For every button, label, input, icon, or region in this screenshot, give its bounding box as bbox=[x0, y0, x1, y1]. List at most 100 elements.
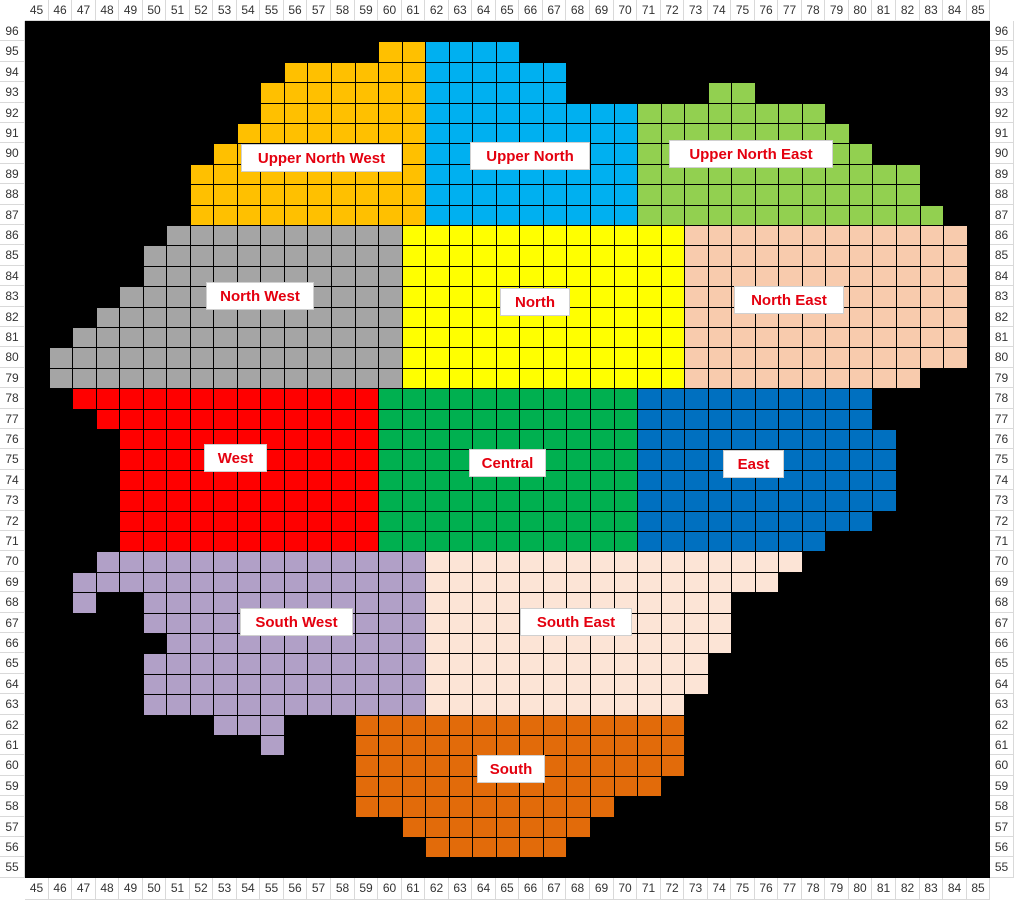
region-cell bbox=[566, 245, 591, 267]
region-cell bbox=[496, 715, 520, 736]
region-cell bbox=[731, 82, 756, 104]
row-header: 95 bbox=[990, 41, 1014, 62]
region-cell bbox=[213, 409, 238, 430]
row-header: 75 bbox=[0, 449, 25, 470]
region-cell bbox=[519, 184, 544, 206]
region-cell bbox=[119, 551, 144, 573]
region-cell bbox=[637, 755, 662, 777]
region-cell bbox=[731, 409, 756, 430]
region-cell bbox=[355, 592, 379, 614]
region-cell bbox=[896, 266, 921, 287]
column-header: 59 bbox=[355, 877, 378, 900]
region-cell bbox=[237, 307, 261, 328]
region-cell bbox=[802, 511, 826, 532]
region-cell bbox=[637, 531, 662, 552]
region-cell bbox=[425, 409, 450, 430]
region-cell bbox=[449, 266, 473, 287]
row-header: 86 bbox=[990, 225, 1014, 245]
region-cell bbox=[943, 327, 968, 348]
region-cell bbox=[614, 653, 638, 675]
region-cell bbox=[519, 531, 544, 552]
region-cell bbox=[684, 633, 709, 654]
column-header: 63 bbox=[449, 877, 472, 900]
region-cell bbox=[449, 755, 473, 777]
region-cell bbox=[307, 123, 332, 144]
region-cell bbox=[543, 490, 567, 512]
region-cell bbox=[496, 205, 520, 226]
region-cell bbox=[684, 266, 709, 287]
row-header: 57 bbox=[990, 817, 1014, 837]
row-header: 76 bbox=[990, 429, 1014, 449]
region-cell bbox=[731, 266, 756, 287]
column-header: 69 bbox=[590, 0, 614, 21]
row-header: 94 bbox=[990, 62, 1014, 82]
region-cell bbox=[331, 123, 356, 144]
row-header: 92 bbox=[990, 103, 1014, 123]
region-cell bbox=[849, 307, 873, 328]
region-cell bbox=[802, 184, 826, 206]
region-cell bbox=[872, 266, 897, 287]
region-cell bbox=[378, 82, 403, 104]
region-cell bbox=[166, 286, 191, 308]
region-cell bbox=[590, 674, 615, 695]
region-cell bbox=[637, 327, 662, 348]
region-cell bbox=[637, 205, 662, 226]
region-cell bbox=[331, 368, 356, 389]
region-cell bbox=[260, 82, 285, 104]
region-cell bbox=[190, 409, 214, 430]
region-cell bbox=[472, 123, 497, 144]
region-cell bbox=[755, 327, 779, 348]
region-cell bbox=[708, 409, 732, 430]
region-cell bbox=[590, 776, 615, 797]
region-cell bbox=[449, 245, 473, 267]
region-cell bbox=[614, 266, 638, 287]
row-header: 93 bbox=[0, 82, 25, 103]
region-cell bbox=[872, 347, 897, 369]
region-cell bbox=[307, 531, 332, 552]
region-cell bbox=[920, 347, 944, 369]
region-cell bbox=[190, 694, 214, 716]
region-cell bbox=[96, 572, 120, 593]
region-cell bbox=[237, 694, 261, 716]
region-cell bbox=[425, 511, 450, 532]
region-cell bbox=[355, 653, 379, 675]
region-cell bbox=[566, 735, 591, 756]
region-cell bbox=[872, 205, 897, 226]
column-header: 56 bbox=[284, 877, 307, 900]
region-cell bbox=[119, 347, 144, 369]
label-north-east: North East bbox=[734, 286, 844, 314]
row-header: 88 bbox=[990, 184, 1014, 205]
region-cell bbox=[472, 184, 497, 206]
region-cell bbox=[472, 429, 497, 450]
region-cell bbox=[425, 82, 450, 104]
region-cell bbox=[661, 266, 685, 287]
region-cell bbox=[143, 613, 167, 634]
region-cell bbox=[449, 368, 473, 389]
region-cell bbox=[402, 776, 426, 797]
region-cell bbox=[166, 694, 191, 716]
region-cell bbox=[143, 572, 167, 593]
region-cell bbox=[190, 572, 214, 593]
region-cell bbox=[402, 184, 426, 206]
row-header: 55 bbox=[0, 857, 25, 878]
region-cell bbox=[425, 103, 450, 124]
region-cell bbox=[496, 123, 520, 144]
region-cell bbox=[190, 368, 214, 389]
region-cell bbox=[755, 368, 779, 389]
region-cell bbox=[284, 347, 308, 369]
region-cell bbox=[519, 62, 544, 83]
column-header: 69 bbox=[590, 877, 614, 900]
region-cell bbox=[849, 511, 873, 532]
region-cell bbox=[661, 653, 685, 675]
region-cell bbox=[778, 551, 803, 573]
region-cell bbox=[708, 205, 732, 226]
region-cell bbox=[802, 470, 826, 491]
region-cell bbox=[566, 755, 591, 777]
row-header: 66 bbox=[990, 633, 1014, 653]
region-cell bbox=[449, 653, 473, 675]
region-cell bbox=[213, 368, 238, 389]
region-cell bbox=[355, 409, 379, 430]
column-header: 52 bbox=[190, 0, 213, 21]
region-cell bbox=[402, 490, 426, 512]
region-cell bbox=[402, 103, 426, 124]
